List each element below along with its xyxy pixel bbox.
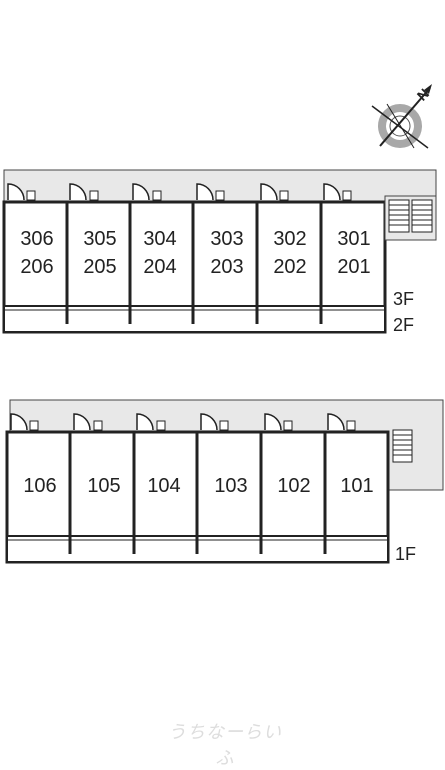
unit-number: 204	[143, 256, 176, 278]
unit-number: 203	[210, 256, 243, 278]
compass-needle	[379, 87, 431, 147]
door-icon	[73, 413, 103, 431]
floor-label: 2F	[393, 315, 414, 335]
compass-cross-line	[386, 103, 415, 149]
watermark-logo: うちなーらいふ	[168, 722, 282, 769]
compass-cross-line	[371, 105, 429, 149]
unit-number: 202	[273, 256, 306, 278]
door-icon	[200, 413, 229, 431]
unit-number: 302	[273, 228, 306, 250]
unit-number: 306	[20, 228, 53, 250]
staircase-icon	[388, 199, 433, 233]
unit-number: 106	[23, 475, 56, 497]
unit-number: 206	[20, 256, 53, 278]
unit-number: 101	[340, 475, 373, 497]
compass-ring	[378, 104, 422, 148]
compass: N	[371, 84, 432, 149]
staircase-icon	[392, 429, 413, 463]
unit-number: 105	[87, 475, 120, 497]
unit-number: 303	[210, 228, 243, 250]
upper-building: 306 206 305 205 304 204 303 203 302 202 …	[2, 169, 437, 335]
unit-number: 201	[337, 256, 370, 278]
door-icon	[264, 413, 293, 431]
door-icon	[260, 183, 289, 201]
unit-number: 103	[214, 475, 247, 497]
north-arrow-icon	[424, 84, 432, 94]
unit-number: 102	[277, 475, 310, 497]
door-icon	[196, 183, 225, 201]
unit-number: 304	[143, 228, 176, 250]
floor-label: 1F	[395, 544, 416, 564]
unit-number: 301	[337, 228, 370, 250]
door-icon	[69, 183, 99, 201]
door-icon	[323, 183, 352, 201]
door-icon	[136, 413, 166, 431]
floor-label: 3F	[393, 289, 414, 309]
lower-building: 106 105 104 103 102 101 1F	[5, 399, 444, 564]
door-icon	[7, 183, 36, 201]
unit-number: 104	[147, 475, 180, 497]
door-icon	[10, 413, 39, 431]
door-icon	[132, 183, 162, 201]
unit-number: 205	[83, 256, 116, 278]
unit-number: 305	[83, 228, 116, 250]
door-icon	[327, 413, 356, 431]
